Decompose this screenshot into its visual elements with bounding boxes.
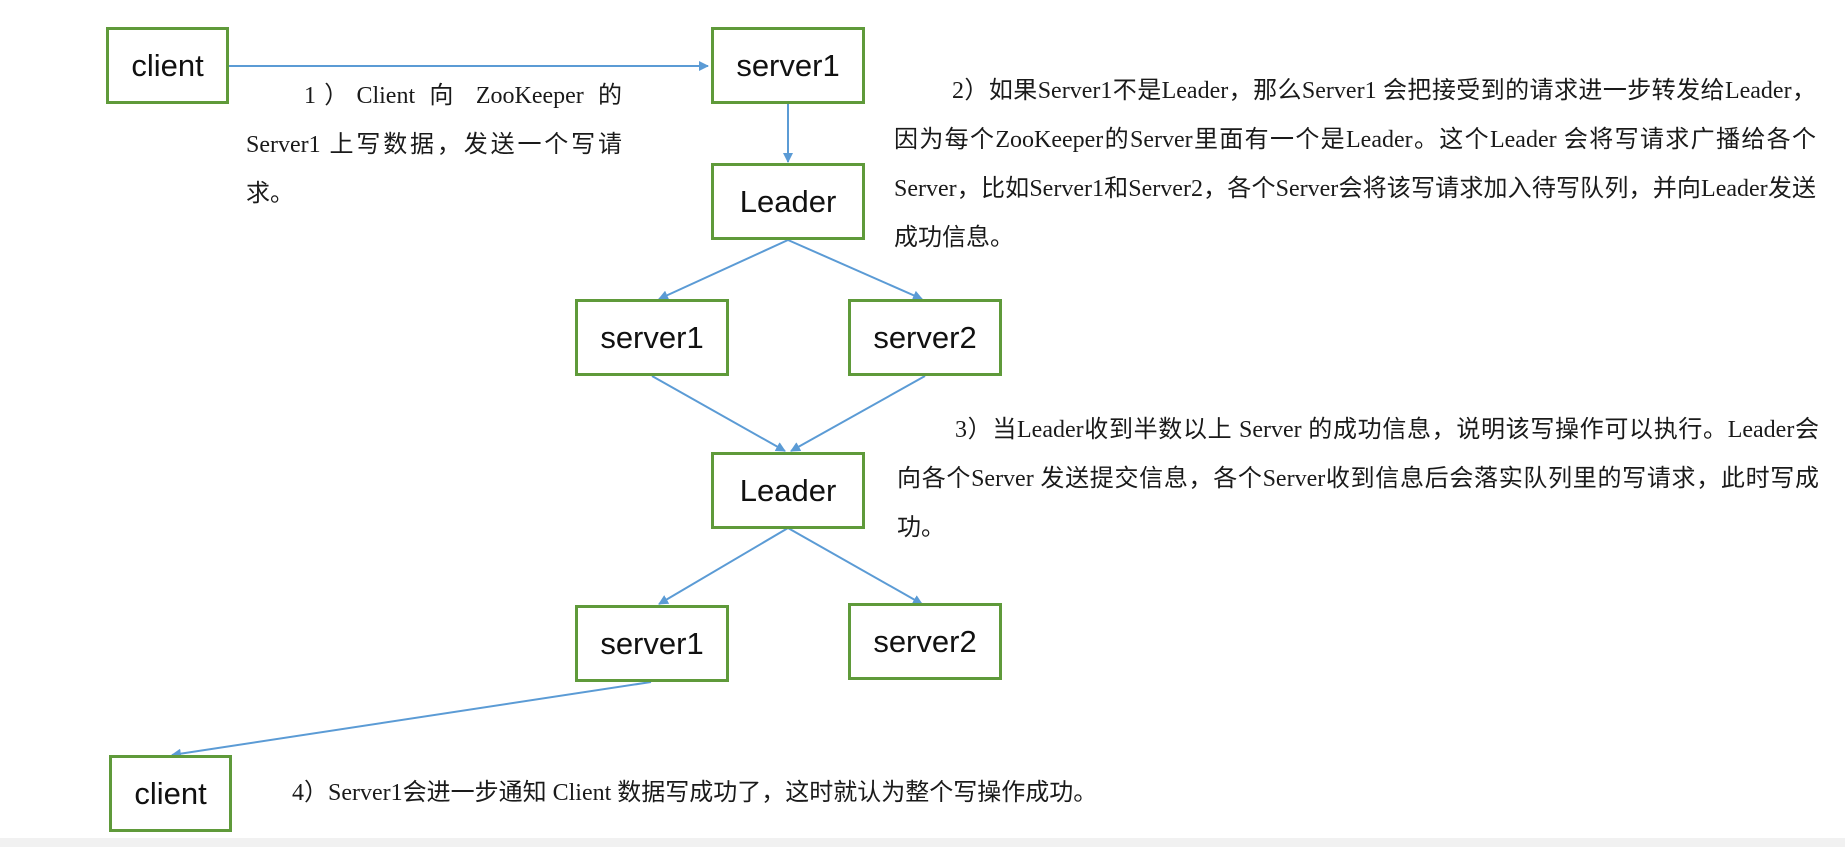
arrow-server1-to-leader2 xyxy=(651,375,786,452)
client-node-bottom: client xyxy=(109,755,232,832)
arrow-leader-to-server2 xyxy=(787,239,923,300)
bottom-divider xyxy=(0,838,1845,847)
server1-node-bottom: server1 xyxy=(575,605,729,682)
leader-node-2: Leader xyxy=(711,452,865,529)
server2-node-bottom: server2 xyxy=(848,603,1002,680)
step1-description: 1）Client 向 ZooKeeper 的 Server1 上写数据，发送一个… xyxy=(246,83,622,207)
server1-node-middle: server1 xyxy=(575,299,729,376)
arrow-server1-to-client xyxy=(171,681,652,759)
arrow-leader-to-server1 xyxy=(658,239,789,300)
step3-description: 3）当Leader收到半数以上 Server 的成功信息，说明该写操作可以执行。… xyxy=(897,417,1819,541)
server1-node-top: server1 xyxy=(711,27,865,104)
server2-node-middle: server2 xyxy=(848,299,1002,376)
leader-node-1: Leader xyxy=(711,163,865,240)
step2-description: 2）如果Server1不是Leader，那么Server1 会把接受到的请求进一… xyxy=(894,78,1816,251)
arrow-leader2-to-server2 xyxy=(787,527,923,605)
arrow-server2-to-leader2 xyxy=(790,375,926,452)
step4-description: 4）Server1会进一步通知 Client 数据写成功了，这时就认为整个写操作… xyxy=(292,780,1098,806)
client-node-top: client xyxy=(106,27,229,104)
arrow-leader2-to-server1 xyxy=(658,527,789,605)
